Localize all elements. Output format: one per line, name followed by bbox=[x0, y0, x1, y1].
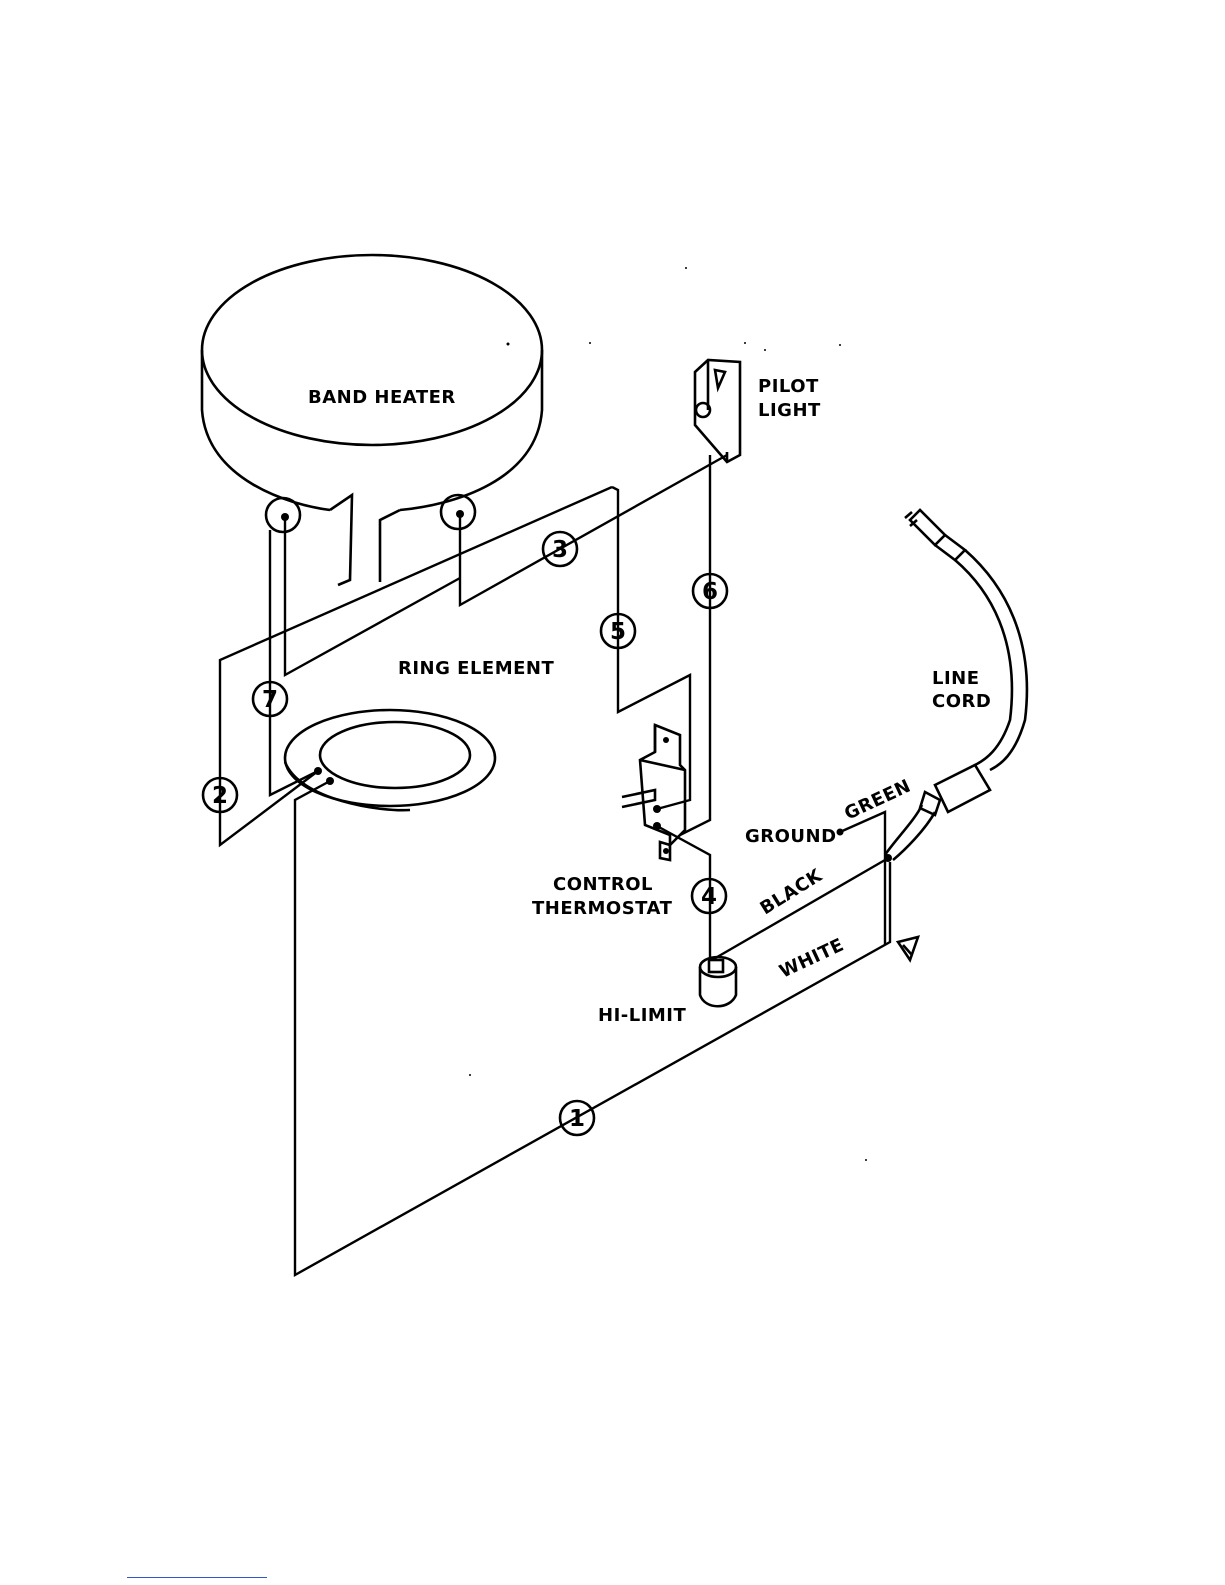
wire-number-4: 4 bbox=[692, 879, 726, 913]
svg-text:7: 7 bbox=[262, 687, 278, 713]
wire-green bbox=[837, 812, 886, 945]
line-cord-label-line2: CORD bbox=[932, 691, 991, 712]
svg-text:3: 3 bbox=[552, 537, 568, 563]
ground-label: GROUND bbox=[745, 826, 837, 847]
wire-7 bbox=[270, 517, 460, 795]
svg-text:5: 5 bbox=[610, 619, 626, 645]
band-heater-terminal-right bbox=[441, 495, 475, 529]
wire-number-3: 3 bbox=[543, 532, 577, 566]
wire-number-1: 1 bbox=[560, 1101, 594, 1135]
wire-number-6: 6 bbox=[693, 574, 727, 608]
wire-number-2: 2 bbox=[203, 778, 237, 812]
green-wire-label: GREEN bbox=[841, 776, 914, 825]
svg-text:1: 1 bbox=[569, 1106, 585, 1132]
svg-text:2: 2 bbox=[212, 783, 228, 809]
band-heater bbox=[202, 255, 542, 585]
pilot-light-label-line1: PILOT bbox=[758, 376, 819, 397]
control-thermostat-label-line1: CONTROL bbox=[553, 874, 653, 895]
hi-limit bbox=[700, 957, 736, 1006]
svg-text:4: 4 bbox=[701, 884, 717, 910]
band-heater-terminal-left bbox=[266, 498, 300, 532]
bottom-link-underline bbox=[127, 1577, 267, 1578]
control-thermostat bbox=[622, 725, 685, 860]
svg-text:6: 6 bbox=[702, 579, 718, 605]
hi-limit-label: HI-LIMIT bbox=[598, 1005, 687, 1026]
wire-1 bbox=[295, 781, 890, 1275]
ground-lug bbox=[898, 937, 918, 960]
ring-element bbox=[285, 710, 495, 810]
wire-number-7: 7 bbox=[253, 682, 287, 716]
white-wire-label: WHITE bbox=[776, 934, 847, 982]
wire-number-5: 5 bbox=[601, 614, 635, 648]
control-thermostat-label-line2: THERMOSTAT bbox=[532, 898, 673, 919]
band-heater-label: BAND HEATER bbox=[308, 387, 456, 408]
line-cord-label-line1: LINE bbox=[932, 668, 980, 689]
pilot-light-label-line2: LIGHT bbox=[758, 400, 821, 421]
black-wire-label: BLACK bbox=[757, 865, 827, 920]
pilot-light bbox=[695, 360, 740, 462]
ring-element-label: RING ELEMENT bbox=[398, 658, 554, 679]
